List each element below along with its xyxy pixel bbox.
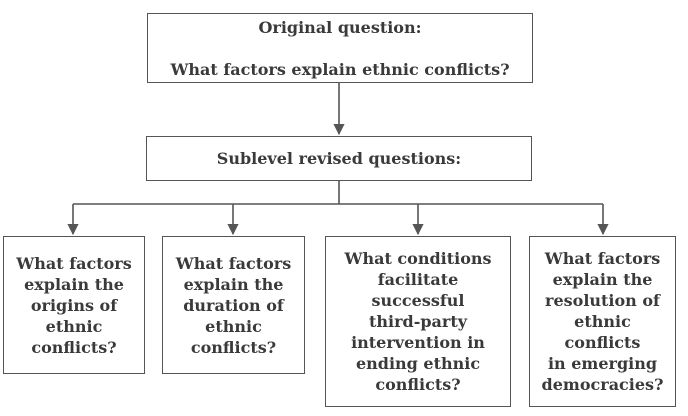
question-box-resolution: What factors explain the resolution of e… (529, 236, 676, 407)
question-box-origins: What factors explain the origins of ethn… (3, 236, 145, 374)
question-box-intervention: What conditions facilitate successful th… (325, 236, 511, 407)
original-question-box: Original question: What factors explain … (147, 13, 533, 83)
question-text-duration: What factors explain the duration of eth… (175, 253, 292, 357)
question-text-origins: What factors explain the origins of ethn… (16, 253, 132, 357)
sublevel-questions-label: Sublevel revised questions: (216, 149, 462, 168)
original-question-heading: Original question: (258, 17, 422, 37)
question-box-duration: What factors explain the duration of eth… (162, 236, 305, 374)
question-text-intervention: What conditions facilitate successful th… (344, 249, 492, 394)
question-text-resolution: What factors explain the resolution of e… (541, 249, 664, 394)
original-question-text: What factors explain ethnic conflicts? (170, 59, 510, 79)
sublevel-questions-box: Sublevel revised questions: (146, 136, 532, 181)
